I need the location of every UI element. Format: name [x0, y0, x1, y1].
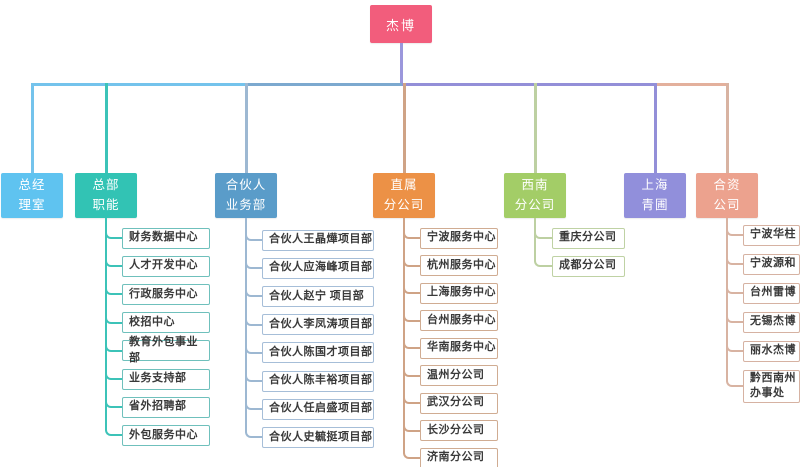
branch-spine-line — [534, 218, 536, 254]
child-connector-line — [245, 425, 262, 439]
child-connector-line — [403, 418, 420, 432]
child-connector-line — [726, 374, 743, 387]
org-child-node[interactable]: 财务数据中心 — [122, 227, 210, 249]
child-connector-line — [105, 254, 122, 268]
child-connector-line — [534, 254, 552, 267]
org-child-node[interactable]: 合伙人陈国才项目部 — [262, 342, 374, 364]
branch-drop-line — [533, 83, 537, 173]
org-child-node[interactable]: 温州分公司 — [420, 365, 498, 386]
org-child-node[interactable]: 宁波源和 — [743, 253, 800, 275]
org-child-node[interactable]: 武汉分公司 — [420, 392, 498, 414]
child-connector-line — [534, 226, 552, 239]
child-connector-line — [403, 391, 420, 404]
org-branch-node[interactable]: 上海 青圃 — [624, 173, 686, 218]
child-connector-line — [726, 223, 743, 236]
child-connector-line — [403, 446, 420, 459]
org-child-node[interactable]: 杭州服务中心 — [420, 255, 498, 276]
org-child-node[interactable]: 合伙人陈丰裕项目部 — [262, 370, 374, 392]
org-child-node[interactable]: 台州雷博 — [743, 282, 800, 304]
org-child-node[interactable]: 丽水杰博 — [743, 340, 800, 362]
org-child-node[interactable]: 台州服务中心 — [420, 310, 498, 331]
branch-drop-line — [725, 83, 729, 173]
child-connector-line — [245, 312, 262, 326]
branch-drop-line — [30, 83, 34, 173]
child-connector-line — [403, 363, 420, 377]
org-child-node[interactable]: 重庆分公司 — [552, 227, 625, 249]
org-child-node[interactable]: 无锡杰博 — [743, 311, 800, 333]
org-root-node[interactable]: 杰博 — [370, 5, 432, 43]
org-child-node[interactable]: 校招中心 — [122, 312, 210, 334]
child-connector-line — [245, 397, 262, 411]
child-connector-line — [105, 367, 122, 380]
org-child-node[interactable]: 合伙人王晶燁项目部 — [262, 229, 374, 251]
org-child-node[interactable]: 合伙人赵宁 项目部 — [262, 285, 374, 307]
branch-drop-line — [244, 83, 248, 173]
org-child-node[interactable]: 合伙人应海峰项目部 — [262, 257, 374, 279]
org-branch-node[interactable]: 总经 理室 — [1, 173, 63, 218]
branch-drop-line — [104, 83, 108, 173]
org-child-node[interactable]: 业务支持部 — [122, 368, 210, 390]
branch-drop-line — [402, 83, 406, 173]
child-connector-line — [105, 395, 122, 409]
org-child-node[interactable]: 合伙人任启盛项目部 — [262, 398, 374, 420]
child-connector-line — [726, 339, 743, 352]
org-child-node[interactable]: 宁波服务中心 — [420, 227, 498, 249]
org-child-node[interactable]: 教育外包事业部 — [122, 336, 210, 364]
child-connector-line — [105, 310, 122, 324]
org-child-node[interactable]: 宁波华柱 — [743, 224, 800, 246]
root-stem-line — [399, 43, 403, 86]
child-connector-line — [105, 338, 122, 352]
org-child-node[interactable]: 合伙人史毓挺项目部 — [262, 426, 374, 448]
branch-spine-line — [403, 218, 405, 446]
org-child-node[interactable]: 外包服务中心 — [122, 424, 210, 446]
org-child-node[interactable]: 华南服务中心 — [420, 337, 498, 359]
org-child-node[interactable]: 合伙人李凤涛项目部 — [262, 314, 374, 336]
org-branch-node[interactable]: 西南 分公司 — [504, 173, 566, 218]
child-connector-line — [245, 284, 262, 298]
child-connector-line — [245, 256, 262, 270]
org-child-node[interactable]: 黔西南州 办事处 — [743, 369, 800, 403]
child-connector-line — [105, 423, 122, 437]
child-connector-line — [403, 226, 420, 239]
branch-spine-line — [245, 218, 247, 426]
child-connector-line — [105, 282, 122, 296]
org-child-node[interactable]: 成都分公司 — [552, 255, 625, 277]
org-branch-node[interactable]: 直属 分公司 — [373, 173, 435, 218]
org-child-node[interactable]: 长沙分公司 — [420, 420, 498, 441]
trunk-line — [656, 83, 729, 86]
child-connector-line — [245, 228, 262, 241]
child-connector-line — [403, 336, 420, 349]
child-connector-line — [105, 226, 122, 239]
org-child-node[interactable]: 上海服务中心 — [420, 282, 498, 304]
org-child-node[interactable]: 济南分公司 — [420, 447, 498, 467]
org-branch-node[interactable]: 总部 职能 — [75, 173, 137, 218]
org-child-node[interactable]: 省外招聘部 — [122, 396, 210, 418]
child-connector-line — [403, 308, 420, 322]
org-branch-node[interactable]: 合伙人 业务部 — [215, 173, 277, 218]
branch-spine-line — [726, 218, 728, 374]
child-connector-line — [245, 340, 262, 354]
child-connector-line — [726, 281, 743, 294]
child-connector-line — [726, 310, 743, 323]
org-branch-node[interactable]: 合资 公司 — [696, 173, 758, 218]
trunk-line — [402, 83, 656, 86]
branch-spine-line — [105, 218, 107, 424]
branch-drop-line — [653, 83, 657, 173]
trunk-line — [247, 83, 402, 86]
child-connector-line — [403, 281, 420, 294]
org-child-node[interactable]: 人才开发中心 — [122, 255, 210, 277]
child-connector-line — [403, 253, 420, 267]
org-child-node[interactable]: 行政服务中心 — [122, 283, 210, 305]
child-connector-line — [245, 369, 262, 382]
child-connector-line — [726, 252, 743, 265]
trunk-line — [31, 83, 247, 86]
